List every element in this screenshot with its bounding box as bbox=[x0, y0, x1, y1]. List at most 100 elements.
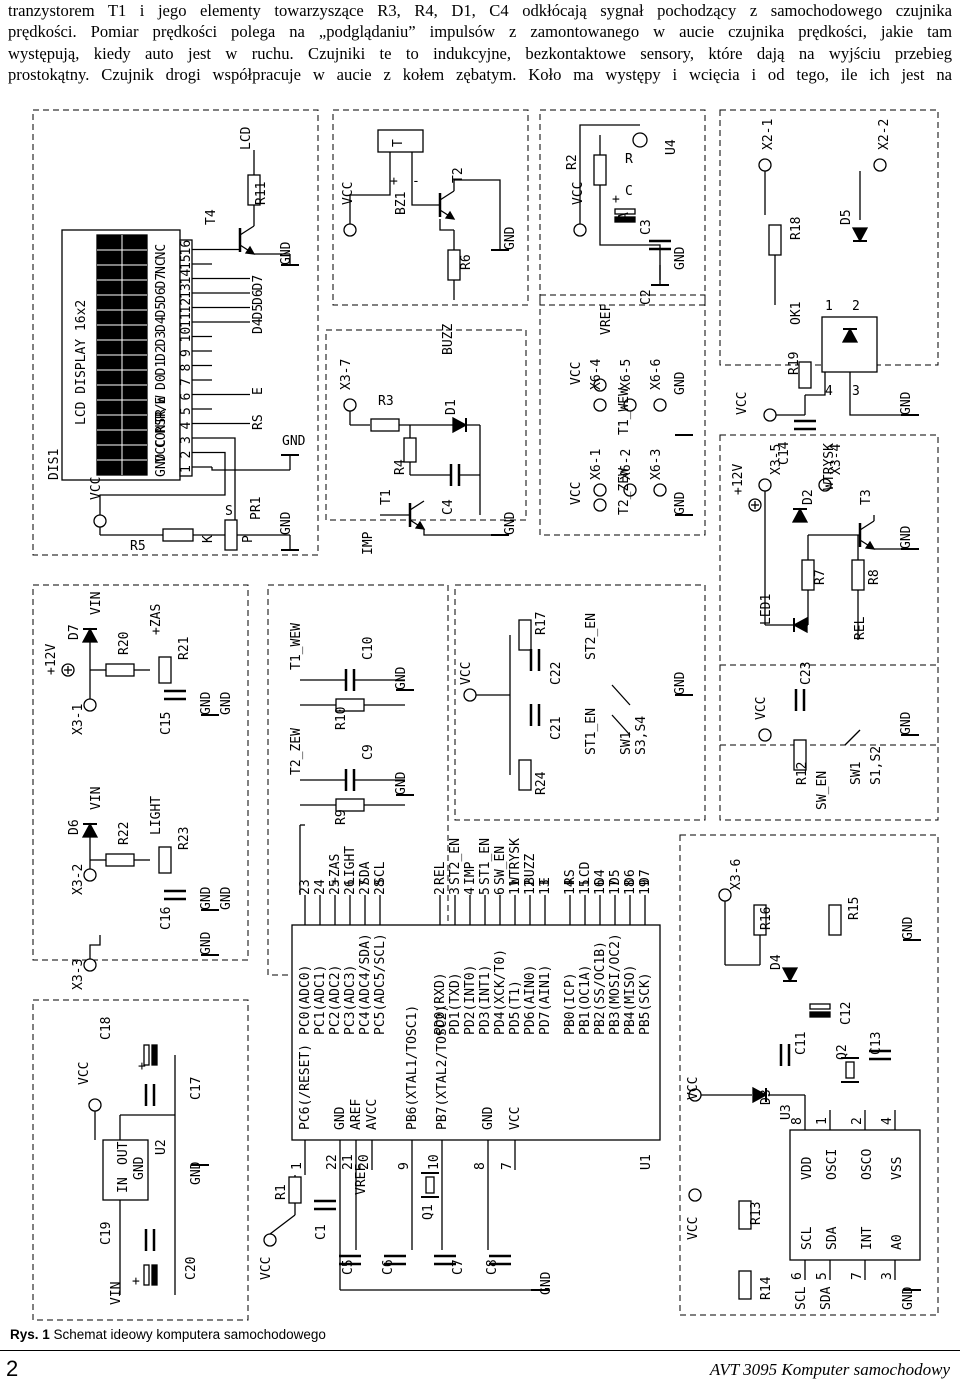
page-number: 2 bbox=[6, 1356, 19, 1381]
label-r2: R2 bbox=[565, 154, 580, 170]
net-label-d6: D6 bbox=[251, 289, 266, 305]
regulator-u2 bbox=[102, 1139, 149, 1201]
label-x2-2: X2-2 bbox=[877, 119, 892, 150]
label-gnd: GND bbox=[394, 666, 409, 690]
label-c12: C12 bbox=[839, 1002, 854, 1025]
figure-caption: Rys. 1 Schemat ideowy komputera samochod… bbox=[10, 1327, 326, 1342]
optocoupler-led bbox=[841, 327, 859, 343]
terminal-x3-6 bbox=[718, 888, 732, 902]
capacitor-c18-electrolytic bbox=[151, 1044, 158, 1066]
mcu-pin-name: PB5(SCK) bbox=[638, 972, 653, 1035]
rtc-pin-number: 8 bbox=[790, 1117, 805, 1125]
lcd-pin-name: D4 bbox=[154, 316, 169, 332]
label-gnd: GND bbox=[219, 886, 234, 910]
resistor-r11 bbox=[247, 174, 261, 206]
lcd-pin-number: 10 bbox=[179, 327, 194, 343]
mcu-pin-name: GND bbox=[333, 1106, 348, 1130]
resistor-r6 bbox=[447, 249, 461, 281]
switch-sw1 bbox=[611, 714, 631, 736]
frame-vref bbox=[539, 109, 706, 306]
label-r12: R12 bbox=[795, 762, 810, 785]
label-gnd: GND bbox=[279, 241, 294, 265]
mcu-pin-net: IMP bbox=[463, 861, 478, 885]
mcu-pin-net: SW_EN bbox=[493, 846, 508, 885]
capacitor-c3-electrolytic bbox=[614, 216, 636, 223]
mcu-pin-net: +ZAS bbox=[328, 854, 343, 885]
vcc-terminal bbox=[463, 688, 477, 702]
mcu-pin-name: PD6(AIN0) bbox=[523, 965, 538, 1035]
label-plus12v: +12V bbox=[731, 464, 746, 495]
terminal-x3-4 bbox=[818, 478, 832, 492]
label-s1-s2: S1,S2 bbox=[869, 746, 884, 785]
terminal-x3-5 bbox=[758, 478, 772, 492]
mcu-pin-number: 4 bbox=[463, 887, 478, 895]
reference-u4 bbox=[632, 132, 648, 148]
rtc-pin-name: INT bbox=[860, 1226, 875, 1250]
label-d3: D3 bbox=[759, 1089, 774, 1105]
rtc-pin-name: SDA bbox=[825, 1226, 840, 1250]
label-gnd: GND bbox=[899, 525, 914, 549]
lcd-pin-number: 12 bbox=[179, 298, 194, 314]
resistor-r3 bbox=[370, 418, 400, 432]
label-c10: C10 bbox=[361, 637, 376, 660]
label-gnd: GND bbox=[901, 916, 916, 940]
lcd-pin-number: 11 bbox=[179, 312, 194, 328]
label-gnd: GND bbox=[899, 391, 914, 415]
wire bbox=[99, 451, 226, 515]
mcu-pin-net: E bbox=[538, 877, 553, 885]
resistor-r18 bbox=[768, 224, 782, 256]
label-c9: C9 bbox=[361, 744, 376, 760]
label-gnd: GND bbox=[899, 711, 914, 735]
label-sda-net: SDA bbox=[819, 1286, 834, 1310]
resistor-r20 bbox=[105, 663, 135, 677]
mcu-pin-net: REL bbox=[433, 861, 448, 885]
label-r21: R21 bbox=[177, 637, 192, 660]
vcc-terminal bbox=[763, 408, 777, 422]
wire bbox=[805, 372, 826, 396]
label-vref-net: VREF bbox=[599, 304, 614, 335]
mcu-pin-number: 21 bbox=[341, 1154, 356, 1170]
label-vin-net: VIN bbox=[109, 1282, 124, 1305]
vcc-terminal bbox=[593, 498, 607, 512]
label-in: IN bbox=[116, 1177, 131, 1193]
label-q2: Q2 bbox=[835, 1044, 850, 1060]
rtc-pin-number: 2 bbox=[850, 1117, 865, 1125]
wire bbox=[453, 179, 501, 250]
label-gnd: GND bbox=[282, 434, 306, 449]
mcu-pin-number: 20 bbox=[357, 1154, 372, 1170]
diode-d6 bbox=[81, 822, 99, 838]
label-r23: R23 bbox=[177, 827, 192, 850]
label-vcc: VCC bbox=[569, 362, 584, 385]
rtc-pin-number: 4 bbox=[880, 1117, 895, 1125]
label-r15: R15 bbox=[847, 897, 862, 920]
lcd-pin-name: D7 bbox=[154, 273, 169, 289]
diode-d4 bbox=[781, 967, 799, 983]
resistor-r23 bbox=[158, 846, 172, 874]
mcu-pin-name: PB0(ICP) bbox=[563, 972, 578, 1035]
label-t4: T4 bbox=[204, 209, 219, 225]
label-pin3: 3 bbox=[852, 384, 860, 399]
label-a: R bbox=[625, 152, 633, 167]
label-u3: U3 bbox=[779, 1104, 794, 1120]
label-q1: Q1 bbox=[421, 1204, 436, 1220]
mcu-pin-name: PC5(ADC5/SCL) bbox=[373, 933, 388, 1035]
label-vin-net: VIN bbox=[89, 592, 104, 615]
label-gnd: GND bbox=[189, 1161, 204, 1185]
label-c15: C15 bbox=[159, 712, 174, 735]
resistor-r12 bbox=[793, 739, 807, 771]
label-vcc: VCC bbox=[686, 1217, 701, 1240]
diode-d2 bbox=[791, 507, 809, 523]
label-r1: R1 bbox=[274, 1184, 289, 1200]
mcu-pin-net: D6 bbox=[623, 869, 638, 885]
resistor-r13 bbox=[738, 1200, 752, 1230]
label-c16: C16 bbox=[159, 907, 174, 930]
mcu-pin-name: PD4(XCK/T0) bbox=[493, 949, 508, 1035]
label-x3-2: X3-2 bbox=[71, 864, 86, 895]
lcd-pin-number: 2 bbox=[179, 451, 194, 459]
rtc-pin-name: VSS bbox=[890, 1157, 905, 1180]
resistor-r21 bbox=[158, 656, 172, 684]
label-ok1: OK1 bbox=[789, 302, 804, 325]
label-gnd: GND bbox=[279, 511, 294, 535]
transistor-t4 bbox=[239, 225, 255, 236]
